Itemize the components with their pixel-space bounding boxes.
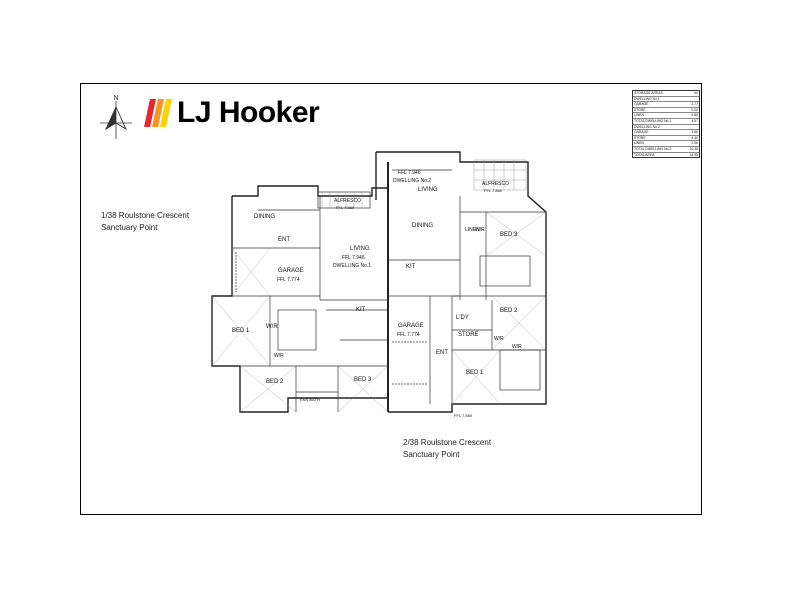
area-table-row: TOTAL DWELLING No.2 10.38 [633,147,699,153]
d2-entry-ffl: FFL 7.880 [454,413,473,418]
d2-bed3-label: BED 3 [500,232,518,238]
logo-text: LJ Hooker [177,96,320,129]
address-line-1: 2/38 Roulstone Crescent [403,438,492,447]
d1-living-ffl: FFL 7.946 [342,255,365,261]
d1-dining-label: DINING [254,214,275,220]
d2-bed2-label: BED 2 [500,308,518,314]
area-row-label: DWELLING No.2 [634,124,660,129]
area-row-value: 4.57 [691,118,698,123]
d2-alfresco-label: ALFRESCO [482,181,509,187]
d1-living-label: LIVING [350,246,370,252]
d1-wr-label: W/R [274,353,284,359]
area-row-value: 4.40 [691,135,698,140]
area-row-label: TOTAL AREA [634,152,655,157]
d2-bed1-label: BED 1 [466,370,484,376]
dwelling-2-labels: FFL 7.946 DWELLING No.2 LIVING DINING KI… [393,170,522,418]
area-row-label: TOTAL DWELLING No.1 [634,118,672,123]
area-row-label: STORE [634,107,646,112]
address-line-2: Sanctuary Point [403,450,460,459]
d1-bed2-label: BED 2 [266,379,284,385]
area-row-label: DWELLING No.1 [634,96,660,101]
area-row-value: 3.77 [691,102,698,107]
d2-garage-label: GARAGE [398,323,424,329]
d1-alfresco-ffl: FFL 7.860 [336,205,355,210]
area-table-row: LINEN 0.85 [633,113,699,119]
address-unit-2: 2/38 Roulstone Crescent Sanctuary Point [403,437,491,461]
area-row-value: 14.95 [689,152,699,157]
d1-bed3-label: BED 3 [354,377,372,383]
d2-kit-label: KIT [406,264,416,270]
address-line-1: 1/38 Roulstone Crescent [101,211,190,220]
d2-ffl-label: FFL 7.946 [398,170,421,176]
d2-wr-label: W/R [494,336,504,342]
area-table-row: DWELLING No.1 [633,97,699,103]
area-row-label: STORAGE AREAS [634,91,663,95]
d2-alfresco-ffl: FFL 7.860 [484,188,503,193]
d1-kit-label: KIT [356,307,366,313]
d2-dining-label: DINING [412,223,433,229]
drawing-sheet [80,83,702,515]
north-arrow-icon: N [100,95,132,139]
d1-ent-label: ENT [278,237,290,243]
d2-ent-label: ENT [436,350,448,356]
area-table-row: STORE 0.00 [633,108,699,114]
area-row-label: TOTAL DWELLING No.2 [634,146,672,151]
area-row-value: 0.00 [691,107,698,112]
plan-internal-walls [212,169,546,412]
area-table-row: STORAGE AREAS m² [633,91,699,97]
area-row-label: LINEN [634,141,644,146]
d2-living-label: LIVING [418,187,438,193]
area-table-row: TOTAL AREA 14.95 [633,153,699,158]
area-table-row: DWELLING No.2 [633,125,699,131]
lj-hooker-logo: LJ Hooker [144,96,320,129]
d1-garage-ffl: FFL 7.774 [277,277,300,283]
address-line-2: Sanctuary Point [101,223,158,232]
d1-alfresco-label: ALFRESCO [334,198,361,204]
area-table-row: TOTAL DWELLING No.1 4.57 [633,119,699,125]
area-row-value: 2.06 [691,141,698,146]
d1-bed1-label: BED 1 [232,328,250,334]
area-row-value: 3.66 [691,130,698,135]
d2-garage-ffl: FFL 7.774 [397,332,420,338]
dwelling-1-labels: ALFRESCO FFL 7.860 DINING ENT GARAGE FFL… [232,198,372,402]
area-row-label: GARAGE [634,102,649,107]
area-table-row: STORE 4.40 [633,136,699,142]
area-row-value: m² [694,91,698,95]
area-row-value: 10.38 [689,146,699,151]
d1-ens-bath-label: ENS BATH [300,397,320,402]
area-row-value: 0.85 [691,113,698,118]
d1-wir-label: W/R [266,324,278,330]
north-label: N [114,95,119,102]
area-table-row: LINEN 2.06 [633,141,699,147]
area-row-label: LINEN [634,113,644,118]
d2-linen-label: LINEN [465,227,480,233]
d2-dwelling-label: DWELLING No.2 [393,178,431,184]
address-unit-1: 1/38 Roulstone Crescent Sanctuary Point [101,210,189,234]
garage-doors [235,252,428,385]
d2-store-label: STORE [458,332,479,338]
d1-garage-label: GARAGE [278,268,304,274]
d2-ldy-label: L'DY [456,315,469,321]
d1-dwelling-label: DWELLING No.1 [333,263,371,269]
area-row-label: STORE [634,135,646,140]
d2-wir2-label: W/R [512,344,522,350]
area-table-row: GARAGE 3.77 [633,102,699,108]
ceiling-diagonals [211,211,547,413]
area-table-row: GARAGE 3.66 [633,130,699,136]
area-row-label: GARAGE [634,130,649,135]
pergola-hatch [321,159,527,208]
d2-wir-label: W/R [475,227,485,233]
